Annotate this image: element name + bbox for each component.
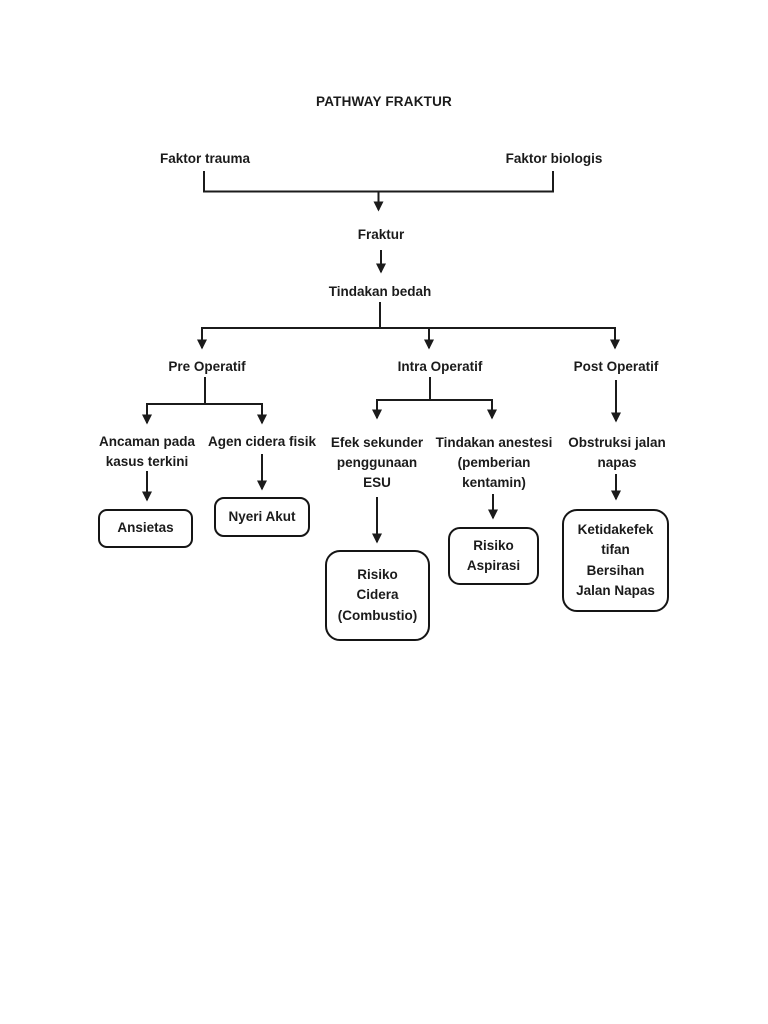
node-fraktur: Fraktur: [358, 225, 405, 245]
node-ancaman-pada-kasus-terkini: Ancaman pada kasus terkini: [99, 432, 195, 472]
outcome-label: Nyeri Akut: [228, 508, 296, 524]
outcome-label-line: Jalan Napas: [576, 583, 655, 598]
outcome-box-nyeri-akut: Nyeri Akut: [214, 497, 310, 537]
node-faktor-trauma: Faktor trauma: [160, 149, 250, 169]
outcome-label-line: Risiko: [357, 566, 398, 582]
node-efek-sekunder-esu: Efek sekunder penggunaan ESU: [331, 433, 423, 493]
node-intra-operatif: Intra Operatif: [398, 357, 483, 377]
node-label: Fraktur: [357, 227, 405, 242]
node-label-line: (pemberian: [457, 455, 531, 470]
outcome-label-line: Aspirasi: [466, 558, 521, 573]
node-label-line: kentamin): [462, 475, 526, 490]
node-tindakan-anestesi: Tindakan anestesi (pemberian kentamin): [436, 433, 553, 493]
outcome-box-ansietas: Ansietas: [98, 509, 193, 548]
node-label-line: Obstruksi jalan: [568, 435, 666, 450]
connector-factors-join: [203, 171, 554, 193]
node-label-line: Ancaman pada: [98, 434, 196, 449]
node-label-line: Tindakan anestesi: [435, 435, 553, 450]
connector-pre-branch: [147, 377, 262, 405]
outcome-label-line: (Combustio): [337, 607, 418, 623]
node-label-line: ESU: [363, 475, 391, 490]
outcome-box-risiko-aspirasi: Risiko Aspirasi: [448, 527, 539, 585]
node-label: Faktor trauma: [159, 151, 251, 166]
outcome-box-risiko-cidera: Risiko Cidera (Combustio): [325, 550, 430, 641]
node-tindakan-bedah: Tindakan bedah: [329, 282, 432, 302]
outcome-label-line: tifan: [601, 542, 630, 557]
node-label: Pre Operatif: [168, 359, 246, 374]
outcome-label-line: Bersihan: [586, 562, 645, 578]
node-agen-cidera-fisik: Agen cidera fisik: [208, 432, 316, 452]
node-label: Post Operatif: [573, 359, 659, 374]
outcome-label-line: Cidera: [356, 587, 399, 603]
node-label-line: kasus terkini: [105, 454, 189, 469]
outcome-label-line: Ketidakefek: [577, 521, 654, 537]
outcome-label-line: Risiko: [473, 537, 514, 553]
node-label-line: Efek sekunder: [330, 435, 424, 450]
node-label: Agen cidera fisik: [207, 434, 317, 449]
outcome-box-ketidakefektifan-bersihan-jalan-napas: Ketidakefek tifan Bersihan Jalan Napas: [562, 509, 669, 612]
node-post-operatif: Post Operatif: [574, 357, 659, 377]
outcome-label: Ansietas: [117, 520, 174, 536]
node-label: Tindakan bedah: [328, 284, 432, 299]
node-faktor-biologis: Faktor biologis: [506, 149, 603, 169]
connector-bedah-branch: [202, 302, 615, 329]
node-label: Intra Operatif: [397, 359, 483, 374]
diagram-title: PATHWAY FRAKTUR: [315, 94, 453, 109]
connector-intra-branch: [377, 377, 492, 401]
node-label-line: penggunaan: [336, 455, 418, 470]
node-obstruksi-jalan-napas: Obstruksi jalan napas: [568, 433, 666, 473]
node-label-line: napas: [597, 455, 637, 470]
node-label: Faktor biologis: [505, 151, 603, 166]
node-pre-operatif: Pre Operatif: [168, 357, 245, 377]
